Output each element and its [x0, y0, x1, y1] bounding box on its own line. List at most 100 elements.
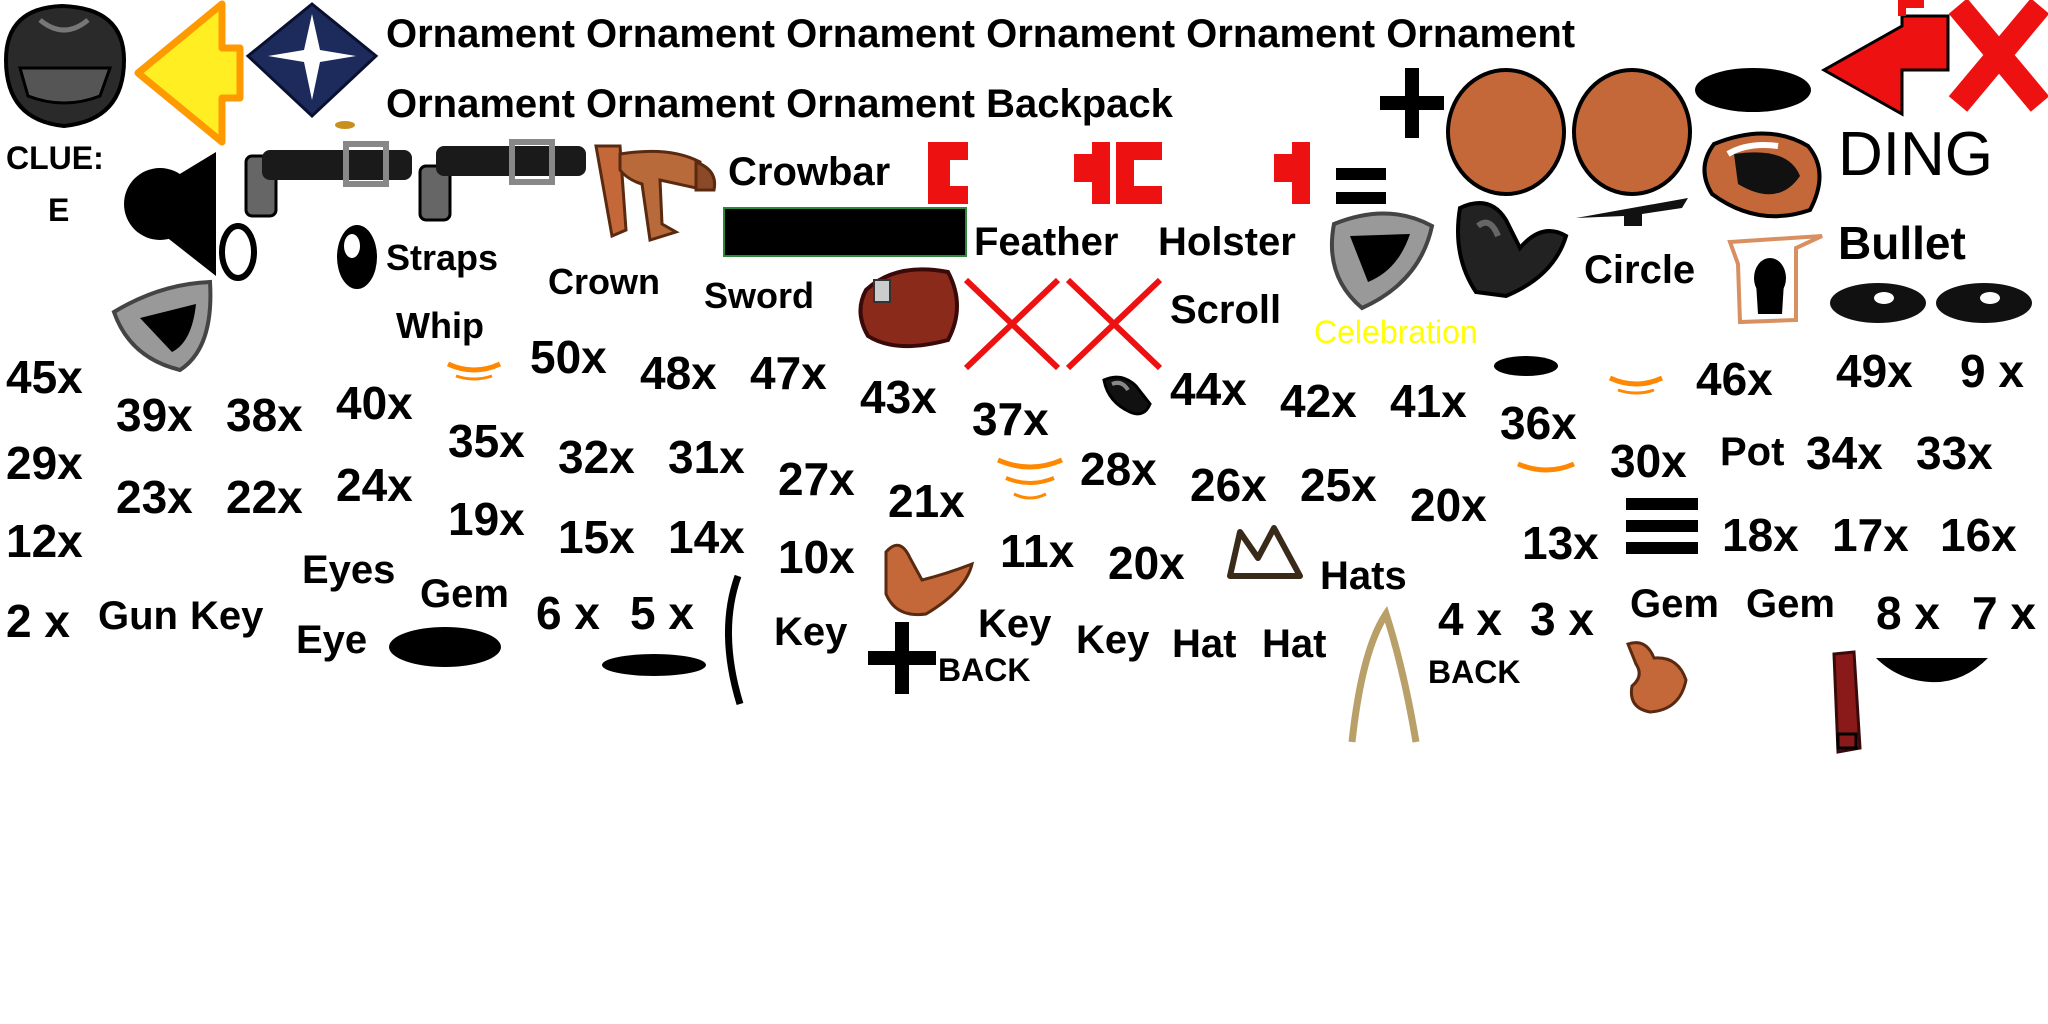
gem-label-1: Gem [420, 572, 509, 616]
bullet-label: Bullet [1838, 217, 1966, 269]
hand-icon[interactable] [1620, 636, 1692, 716]
helmet-icon[interactable] [0, 0, 130, 130]
count-23: 23x [116, 471, 193, 523]
orange-tick-icon-3 [1517, 461, 1575, 473]
holster-label: Holster [1158, 220, 1296, 264]
count-41: 41x [1390, 375, 1467, 427]
pot-icon[interactable] [1698, 124, 1828, 230]
count-49: 49x [1836, 345, 1913, 397]
glove-icon[interactable] [1450, 196, 1570, 300]
pipe-icon[interactable] [590, 140, 720, 244]
count-39: 39x [116, 389, 193, 441]
orange-chevrons-icon [996, 457, 1064, 500]
crown-label: Crown [548, 261, 660, 302]
black-bar-icon[interactable] [722, 206, 970, 260]
count-16: 16x [1940, 509, 2017, 561]
celebration-label: Celebration [1314, 314, 1478, 350]
sword-label: Sword [704, 275, 815, 316]
count-13: 13x [1522, 517, 1599, 569]
gem-label-2: Gem [1630, 582, 1719, 626]
count-10: 10x [778, 531, 855, 583]
crown-outline-icon[interactable] [1226, 524, 1306, 584]
backpack-icon[interactable] [856, 262, 966, 350]
gun-label: Gun [98, 594, 178, 638]
count-46: 46x [1696, 353, 1773, 405]
gem-ellipse-icon[interactable] [600, 650, 708, 680]
count-24: 24x [336, 459, 413, 511]
count-25: 25x [1300, 459, 1377, 511]
key-label-1: Key [190, 594, 264, 638]
plus-icon-2 [868, 622, 936, 694]
ding-label: DING [1838, 120, 1993, 189]
count-30: 30x [1610, 435, 1687, 487]
whip-icon[interactable] [716, 572, 746, 708]
count-9: 9 x [1960, 345, 2024, 397]
ring-icon[interactable] [334, 222, 380, 292]
count-32: 32x [558, 431, 635, 483]
count-7: 7 x [1972, 587, 2036, 639]
hat-label-1: Hat [1172, 622, 1237, 666]
yellow-arrow-icon[interactable] [132, 0, 244, 146]
clue-label: CLUE: [6, 140, 104, 176]
speaker-icon[interactable] [120, 146, 260, 286]
dot-icon [335, 121, 355, 129]
circle-label: Circle [1584, 248, 1696, 292]
plus-icon [1380, 68, 1444, 138]
count-36: 36x [1500, 397, 1577, 449]
black-ellipse-icon[interactable] [1694, 66, 1812, 114]
eye-label: Eye [296, 618, 368, 662]
boots-icon[interactable] [876, 534, 976, 620]
red-x-icon[interactable] [1948, 0, 2048, 112]
count-6: 6 x [536, 587, 600, 639]
gem-label-3: Gem [1746, 582, 1835, 626]
count-18: 18x [1722, 509, 1799, 561]
shell-icon-small[interactable] [110, 278, 214, 374]
fabric-icon[interactable] [1726, 234, 1826, 326]
key-label-4: Key [1076, 618, 1150, 662]
orange-tick-icon-2 [1608, 375, 1664, 395]
key-label-2: Key [774, 610, 848, 654]
count-15: 15x [558, 511, 635, 563]
gem-blob-icon[interactable] [1098, 372, 1154, 420]
strap-icon[interactable] [1828, 648, 1866, 758]
brim-icon[interactable] [1572, 196, 1692, 230]
count-40: 40x [336, 377, 413, 429]
orange-tick-icon [446, 361, 502, 381]
count-37: 37x [972, 393, 1049, 445]
eye-ellipse-icon[interactable] [386, 624, 504, 670]
black-boat-icon[interactable] [1872, 650, 1992, 686]
feather-icon[interactable] [1346, 606, 1426, 746]
crowbar-label: Crowbar [728, 150, 891, 194]
whip-label: Whip [396, 305, 484, 346]
belt-icon[interactable] [242, 136, 592, 226]
lens-icon[interactable] [1828, 278, 2034, 328]
red-back-arrow-icon[interactable] [1816, 0, 1952, 120]
count-27: 27x [778, 453, 855, 505]
coconut-icon[interactable] [1446, 66, 1696, 200]
ornament-row-1: Ornament Ornament Ornament Ornament Orna… [386, 12, 1576, 56]
count-47: 47x [750, 347, 827, 399]
black-ellipse-small-icon[interactable] [1490, 350, 1562, 406]
count-34: 34x [1806, 427, 1883, 479]
count-4: 4 x [1438, 593, 1502, 645]
count-12: 12x [6, 515, 83, 567]
back-label-2: BACK [1428, 654, 1521, 690]
eyes-label: Eyes [302, 548, 396, 592]
count-21: 21x [888, 475, 965, 527]
count-20b: 20x [1108, 537, 1185, 589]
count-5: 5 x [630, 587, 694, 639]
count-29: 29x [6, 437, 83, 489]
count-22: 22x [226, 471, 303, 523]
feather-label: Feather [974, 220, 1119, 264]
count-11: 11x [1000, 525, 1075, 577]
count-28: 28x [1080, 443, 1157, 495]
hats-label: Hats [1320, 554, 1407, 598]
count-44: 44x [1170, 363, 1247, 415]
count-17: 17x [1832, 509, 1909, 561]
shell-icon[interactable] [1328, 206, 1438, 311]
count-45: 45x [6, 351, 83, 403]
star-badge-icon[interactable] [244, 0, 380, 120]
count-50: 50x [530, 331, 607, 383]
count-19: 19x [448, 493, 525, 545]
hat-label-2: Hat [1262, 622, 1327, 666]
